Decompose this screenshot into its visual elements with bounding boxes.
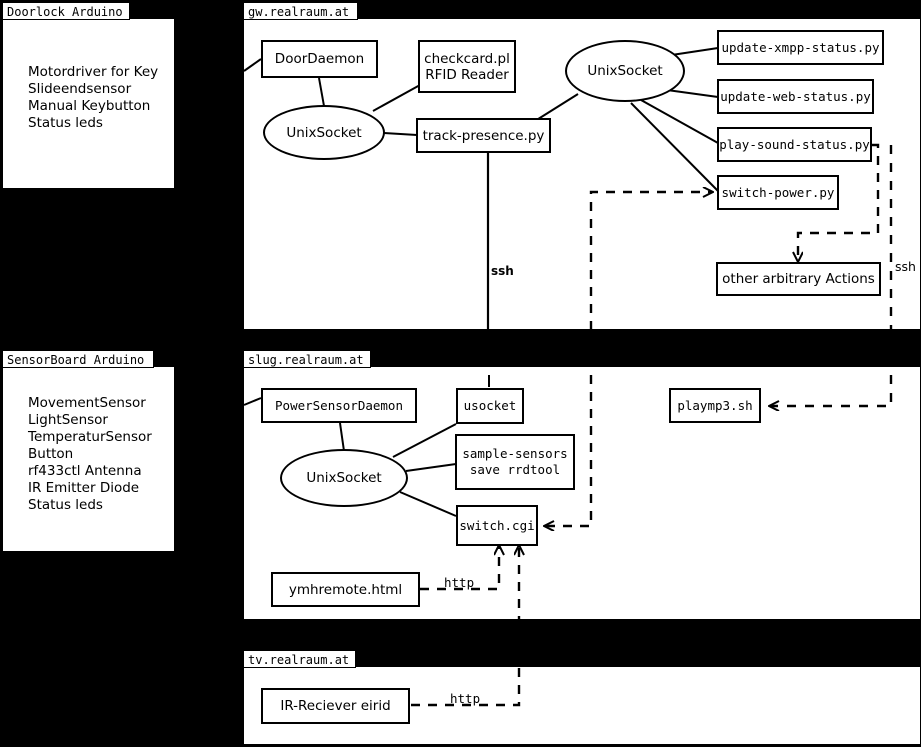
node-doordaemon[interactable]: DoorDaemon [261, 40, 378, 78]
node-unixsocket-gw-left[interactable]: UnixSocket [263, 105, 385, 160]
node-sample-sensors[interactable]: sample-sensors save rrdtool [455, 434, 575, 490]
panel-tab-tv: tv.realraum.at [243, 650, 356, 668]
node-unixsocket-slug[interactable]: UnixSocket [280, 449, 408, 507]
node-unixsocket-gw-right[interactable]: UnixSocket [565, 40, 685, 102]
node-powersensordaemon[interactable]: PowerSensorDaemon [261, 388, 417, 423]
node-checkcard-pl[interactable]: checkcard.pl RFID Reader [418, 40, 516, 93]
doorlock-component-list: Motordriver for Key Slideendsensor Manua… [28, 64, 159, 131]
edge-label-http-tv: http [450, 691, 481, 706]
node-track-presence-py[interactable]: track-presence.py [416, 118, 551, 153]
panel-tab-sensorboard: SensorBoard Arduino [2, 350, 154, 368]
node-usocket[interactable]: usocket [456, 388, 524, 424]
node-play-sound-status-py[interactable]: play-sound-status.py [717, 127, 872, 162]
panel-tab-slug: slug.realraum.at [243, 350, 371, 368]
node-other-arbitrary-actions[interactable]: other arbitrary Actions [716, 262, 881, 296]
node-switch-cgi[interactable]: switch.cgi [456, 505, 538, 546]
node-ir-receiver-eirid[interactable]: IR-Reciever eirid [261, 688, 410, 724]
panel-tab-doorlock: Doorlock Arduino [2, 2, 130, 20]
panel-sensorboard [2, 366, 175, 552]
node-switch-power-py[interactable]: switch-power.py [717, 175, 839, 210]
node-update-xmpp-status-py[interactable]: update-xmpp-status.py [717, 30, 884, 65]
node-update-web-status-py[interactable]: update-web-status.py [717, 79, 874, 114]
edge-label-http-ymhremote: http [444, 575, 475, 590]
node-ymhremote-html[interactable]: ymhremote.html [271, 572, 420, 607]
panel-tab-gw: gw.realraum.at [243, 2, 358, 20]
edge-label-ssh-right: ssh [895, 259, 916, 274]
sensorboard-component-list: MovementSensor LightSensor TemperaturSen… [28, 395, 152, 513]
node-playmp3-sh[interactable]: playmp3.sh [669, 388, 761, 423]
panel-doorlock [2, 18, 175, 189]
edge-label-ssh-gw: ssh [491, 264, 514, 278]
